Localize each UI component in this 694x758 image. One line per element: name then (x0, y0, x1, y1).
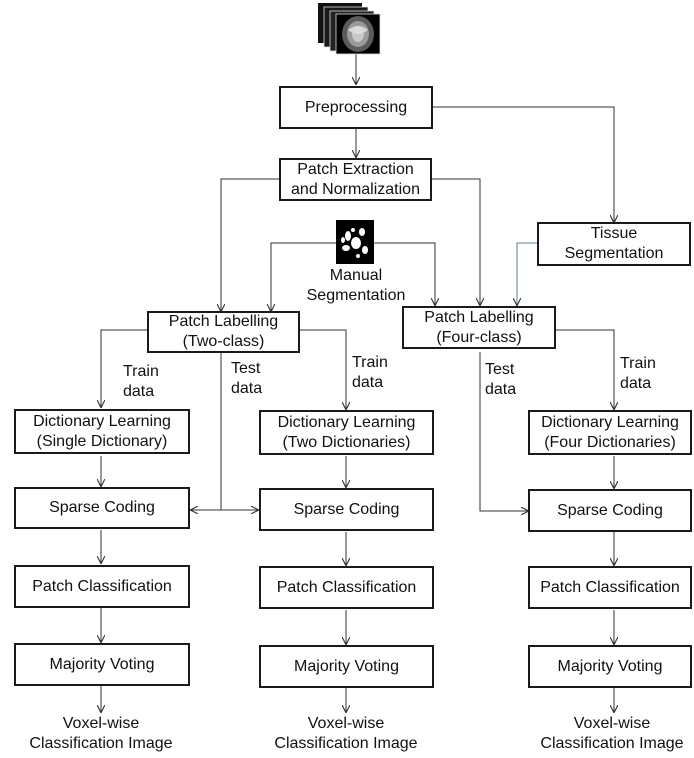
train-data-label-3: Train data (620, 354, 656, 394)
tissue-segmentation-box: Tissue Segmentation (537, 222, 691, 266)
sparse-coding-label: Sparse Coding (557, 501, 663, 519)
dictionary-learning-two-box: Dictionary Learning (Two Dictionaries) (259, 410, 434, 455)
sparse-coding-label: Sparse Coding (293, 500, 400, 518)
test-word: Test (231, 360, 261, 377)
arrow-extraction-to-label-two (221, 178, 279, 311)
train-word: Train (352, 354, 388, 371)
dict-single-line2: (Single Dictionary) (36, 432, 168, 450)
voxel-wise-text: Voxel-wise (307, 715, 385, 732)
sparse-coding-box-1: Sparse Coding (14, 487, 190, 529)
mri-stack-icon (318, 3, 381, 55)
patch-classification-box-1: Patch Classification (14, 565, 190, 608)
patch-extraction-line1: Patch Extraction (297, 160, 414, 178)
dict-two-line2: (Two Dictionaries) (282, 433, 411, 451)
classification-image-text: Classification Image (29, 735, 173, 752)
patch-classification-label: Patch Classification (540, 578, 680, 596)
manual-segmentation-line2: Segmentation (306, 287, 406, 304)
patch-labelling-two-box: Patch Labelling (Two-class) (147, 311, 300, 353)
arrow-extraction-to-label-four (432, 178, 480, 305)
majority-voting-box-1: Majority Voting (14, 643, 190, 686)
train-word: Train (620, 355, 656, 372)
patch-labelling-two-line1: Patch Labelling (168, 313, 279, 330)
arrow-label-two-to-dict-single (101, 329, 147, 407)
arrow-label-four-test-to-sparse (479, 352, 528, 511)
arrow-label-four-to-dict-four (556, 329, 614, 409)
test-data-label-1: Test data (231, 359, 262, 399)
test-word: Test (485, 361, 515, 378)
arrow-test-to-sparse-single (191, 352, 222, 510)
manual-segmentation-label: Manual Segmentation (296, 266, 416, 306)
patch-classification-label: Patch Classification (276, 578, 417, 596)
arrow-preprocessing-to-tissue (433, 106, 614, 222)
patch-classification-box-3: Patch Classification (528, 566, 692, 609)
sparse-coding-box-3: Sparse Coding (528, 489, 692, 532)
voxel-wise-text: Voxel-wise (62, 715, 140, 732)
train-data-label-1: Train data (123, 362, 159, 402)
tissue-segmentation-line1: Tissue (590, 225, 638, 242)
majority-voting-label: Majority Voting (294, 657, 399, 675)
patch-classification-box-2: Patch Classification (259, 566, 434, 609)
majority-voting-box-2: Majority Voting (259, 645, 434, 688)
dict-four-line1: Dictionary Learning (541, 413, 679, 431)
dict-four-line2: (Four Dictionaries) (544, 433, 676, 451)
arrow-label-two-to-dict-two (300, 329, 346, 409)
data-word: data (231, 380, 263, 397)
patch-labelling-four-box: Patch Labelling (Four-class) (402, 306, 556, 349)
arrow-tissue-to-label-four (517, 242, 537, 305)
dictionary-learning-single-box: Dictionary Learning (Single Dictionary) (14, 409, 190, 454)
data-word: data (123, 383, 155, 400)
manual-segmentation-line1: Manual (329, 267, 383, 284)
majority-voting-box-3: Majority Voting (528, 645, 692, 688)
arrow-manual-to-label-two (271, 242, 336, 311)
patch-extraction-line2: and Normalization (291, 180, 420, 198)
test-data-label-2: Test data (485, 360, 516, 400)
segmentation-mask-icon (336, 220, 374, 264)
preprocessing-box: Preprocessing (279, 86, 433, 129)
sparse-coding-label: Sparse Coding (49, 499, 155, 516)
output-label-2: Voxel-wise Classification Image (256, 714, 436, 754)
patch-labelling-four-line2: (Four-class) (436, 328, 522, 346)
voxel-wise-text: Voxel-wise (573, 715, 651, 732)
tissue-segmentation-line2: Segmentation (564, 245, 664, 262)
output-label-3: Voxel-wise Classification Image (530, 714, 694, 754)
patch-extraction-box: Patch Extraction and Normalization (279, 158, 432, 201)
output-label-1: Voxel-wise Classification Image (11, 714, 191, 754)
arrow-manual-to-label-four (374, 242, 435, 305)
data-word: data (485, 381, 517, 398)
dictionary-learning-four-box: Dictionary Learning (Four Dictionaries) (528, 410, 692, 455)
data-word: data (352, 374, 384, 391)
patch-labelling-two-line2: (Two-class) (182, 333, 265, 350)
data-word: data (620, 375, 652, 392)
patch-labelling-four-line1: Patch Labelling (424, 308, 534, 326)
classification-image-text: Classification Image (274, 735, 418, 752)
dict-single-line1: Dictionary Learning (33, 412, 171, 430)
train-word: Train (123, 363, 159, 380)
majority-voting-label: Majority Voting (557, 657, 663, 675)
dict-two-line1: Dictionary Learning (277, 413, 416, 431)
preprocessing-label: Preprocessing (304, 98, 408, 116)
sparse-coding-box-2: Sparse Coding (259, 488, 434, 531)
classification-image-text: Classification Image (540, 735, 684, 752)
majority-voting-label: Majority Voting (49, 655, 155, 673)
patch-classification-label: Patch Classification (32, 577, 172, 595)
train-data-label-2: Train data (352, 353, 388, 393)
